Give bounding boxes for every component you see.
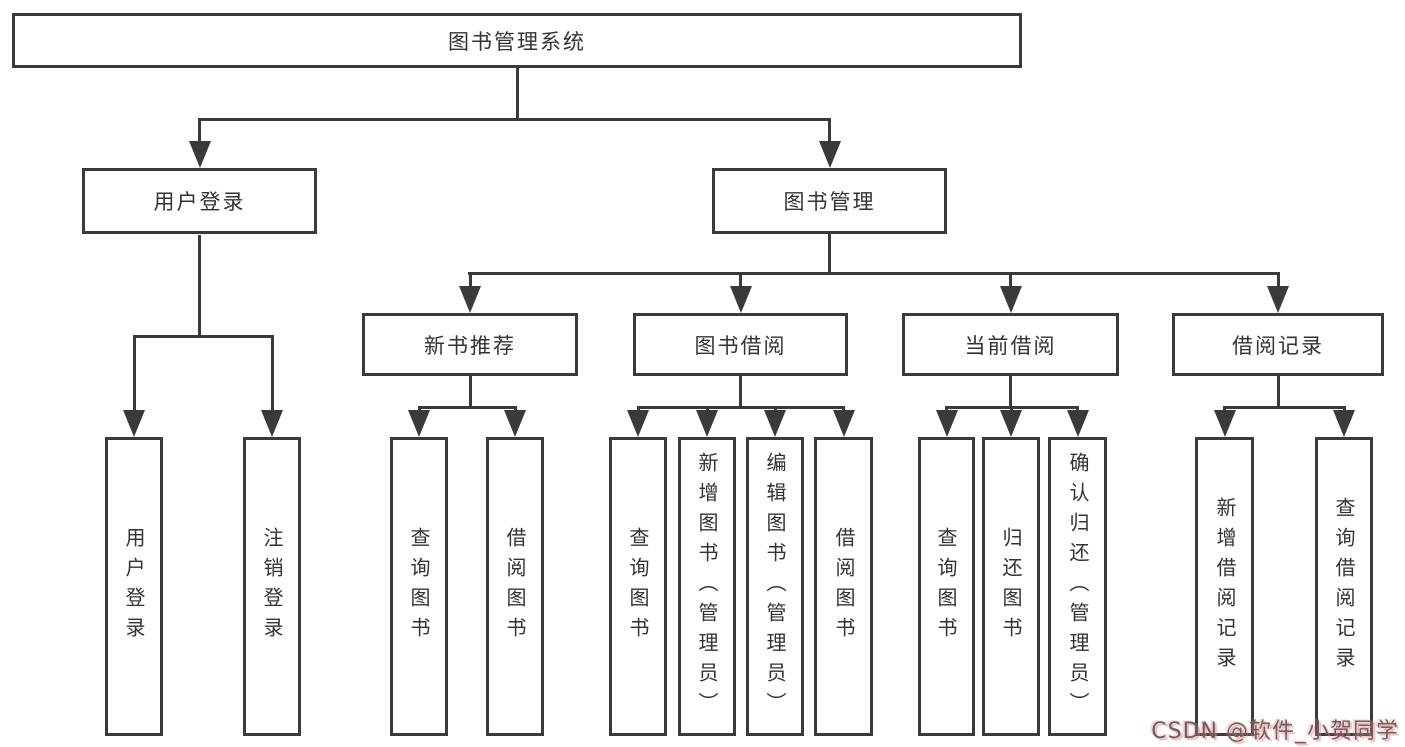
arrow-shaft — [1276, 272, 1280, 288]
arrow-shaft — [1076, 406, 1079, 412]
node-leaf-logout: 注销登录 — [243, 437, 301, 736]
arrow-down-icon — [818, 141, 841, 168]
arrow-shaft — [198, 118, 201, 143]
connector-line — [636, 406, 845, 409]
arrow-shaft — [842, 406, 845, 412]
connector-line — [1009, 376, 1012, 408]
arrow-down-icon — [1000, 410, 1022, 437]
arrow-shaft — [773, 406, 777, 412]
arrow-shaft — [828, 118, 831, 143]
node-user-login: 用户登录 — [82, 168, 317, 234]
arrow-shaft — [132, 335, 136, 412]
arrow-shaft — [1223, 406, 1226, 412]
node-leaf-bb-edit: 编辑图书（管理员） — [746, 437, 804, 736]
node-book-borrow: 图书借阅 — [633, 313, 848, 376]
arrow-down-icon — [832, 410, 855, 437]
node-leaf-br-query: 查询借阅记录 — [1315, 437, 1373, 736]
connector-line — [468, 272, 1280, 275]
arrow-down-icon — [999, 286, 1022, 313]
connector-line — [1223, 406, 1344, 409]
watermark: CSDN @软件_小贺同学 — [1151, 719, 1399, 744]
arrow-shaft — [1342, 406, 1346, 412]
connector-line — [515, 68, 519, 118]
arrow-down-icon — [261, 410, 283, 437]
arrow-shaft — [739, 272, 742, 288]
arrow-down-icon — [1213, 410, 1236, 437]
node-root: 图书管理系统 — [12, 13, 1022, 68]
node-leaf-cb-confirm: 确认归还（管理员） — [1048, 437, 1107, 736]
arrow-down-icon — [504, 410, 526, 437]
arrow-shaft — [270, 335, 274, 412]
arrow-down-icon — [1267, 286, 1289, 313]
arrow-shaft — [417, 406, 421, 412]
node-new-book-rec: 新书推荐 — [362, 313, 578, 376]
arrow-down-icon — [1333, 410, 1355, 437]
arrow-shaft — [513, 406, 517, 412]
connector-line — [198, 235, 201, 337]
connector-line — [132, 335, 274, 338]
node-current-borrow: 当前借阅 — [902, 313, 1119, 376]
node-leaf-nbr-query: 查询图书 — [390, 437, 448, 736]
connector-line — [417, 406, 517, 409]
arrow-shaft — [705, 406, 709, 412]
arrow-down-icon — [696, 410, 718, 437]
connector-line — [468, 376, 472, 408]
arrow-down-icon — [123, 410, 145, 437]
arrow-shaft — [1009, 406, 1013, 412]
arrow-shaft — [636, 406, 640, 412]
arrow-down-icon — [188, 141, 211, 168]
arrow-shaft — [1009, 272, 1012, 288]
node-borrow-records: 借阅记录 — [1172, 313, 1384, 376]
arrow-down-icon — [459, 286, 481, 313]
arrow-shaft — [468, 272, 472, 288]
node-leaf-bb-add: 新增图书（管理员） — [678, 437, 736, 736]
node-leaf-nbr-borrow: 借阅图书 — [486, 437, 544, 736]
connector-line — [198, 118, 831, 121]
connector-line — [828, 234, 831, 274]
connector-line — [1276, 376, 1280, 408]
node-book-mgmt: 图书管理 — [712, 168, 947, 234]
node-leaf-user-login: 用户登录 — [105, 437, 163, 736]
arrow-down-icon — [935, 410, 958, 437]
node-leaf-bb-borrow: 借阅图书 — [814, 437, 873, 736]
connector-line — [739, 376, 742, 408]
node-leaf-bb-query: 查询图书 — [609, 437, 667, 736]
node-leaf-cb-query: 查询图书 — [918, 437, 975, 736]
arrow-down-icon — [764, 410, 786, 437]
arrow-down-icon — [729, 286, 752, 313]
arrow-shaft — [945, 406, 948, 412]
node-leaf-br-add: 新增借阅记录 — [1195, 437, 1254, 736]
arrow-down-icon — [1066, 410, 1089, 437]
arrow-down-icon — [408, 410, 430, 437]
arrow-down-icon — [627, 410, 649, 437]
node-leaf-cb-return: 归还图书 — [982, 437, 1040, 736]
